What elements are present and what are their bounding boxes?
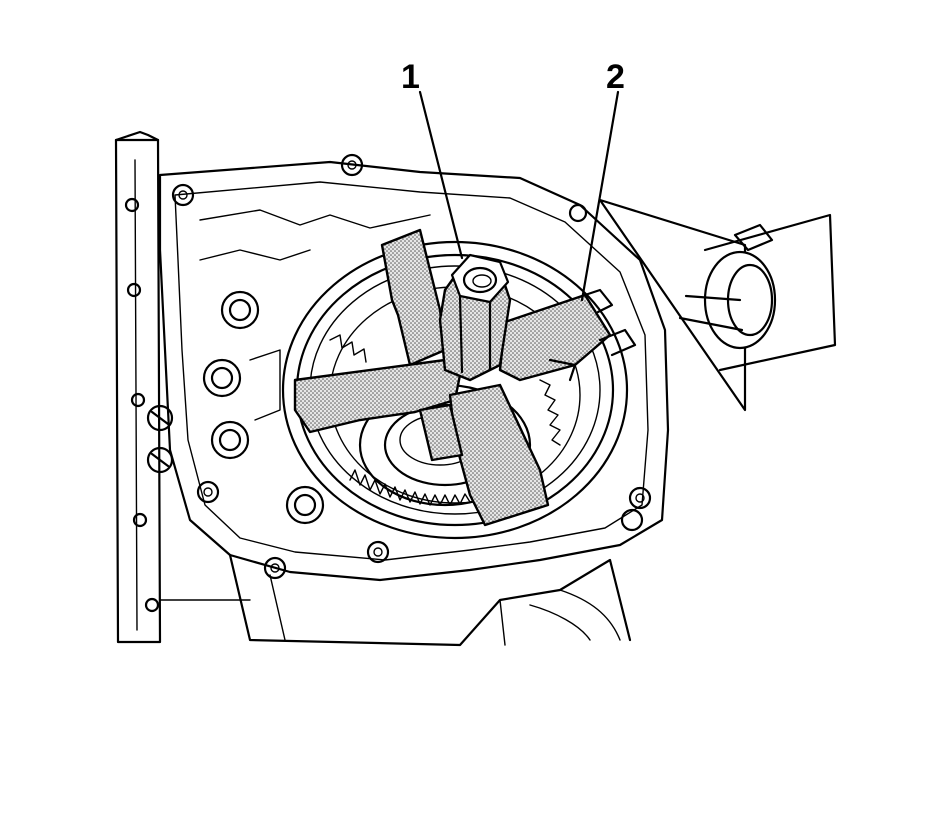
housing-body [158, 160, 670, 647]
callout-label-1: 1 [401, 58, 420, 96]
leader-line-1 [418, 90, 464, 260]
housing-left-flange [114, 130, 162, 644]
valve-bores [146, 209, 431, 525]
leader-line-2 [580, 90, 620, 302]
housing-bolts [171, 153, 652, 580]
output-shaft [598, 198, 837, 412]
callout-label-2: 2 [606, 58, 625, 96]
leader-lines [418, 90, 620, 302]
holding-tool [293, 228, 637, 527]
